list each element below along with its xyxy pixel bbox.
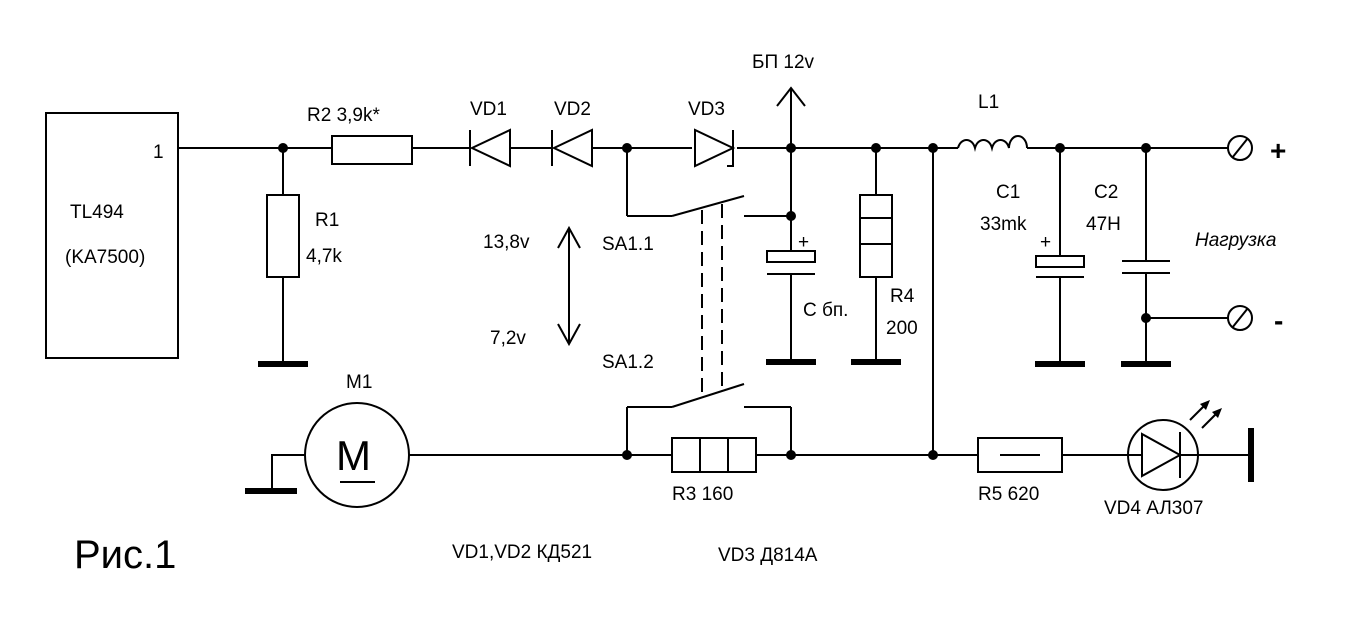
minus-terminal-label: - — [1274, 305, 1283, 336]
resistor-r2: R2 3,9k* — [307, 105, 413, 165]
capacitor-c1: + C1 33mk — [980, 148, 1085, 367]
diode-vd1: VD1 — [469, 99, 511, 168]
c-psu-label: С бп. — [803, 300, 848, 321]
psu-arrow: БП 12v — [752, 52, 815, 148]
output-terminal-minus: - — [1227, 305, 1283, 336]
motor-symbol: M — [336, 432, 371, 479]
led-vd4: VD4 АЛ307 — [1104, 400, 1222, 519]
note-vd3: VD3 Д814А — [718, 545, 818, 566]
junction-dots — [278, 143, 1151, 460]
resistor-r3: R3 160 — [671, 437, 757, 505]
sa11-label: SA1.1 — [602, 234, 654, 255]
r3-label: R3 160 — [672, 484, 733, 505]
output-terminal-plus: + — [1227, 135, 1286, 166]
c1-name-label: C1 — [996, 182, 1020, 203]
r5-label: R5 620 — [978, 484, 1039, 505]
psu-label: БП 12v — [752, 52, 815, 73]
ic-name-label: TL494 — [70, 202, 124, 223]
resistor-r4: R4 200 — [851, 148, 918, 365]
plus-terminal-label: + — [1270, 135, 1286, 166]
motor-m1: M M1 — [245, 372, 410, 508]
vd3-label: VD3 — [688, 99, 725, 120]
resistor-r5: R5 620 — [977, 437, 1063, 505]
vd1-label: VD1 — [470, 99, 507, 120]
load-label: Нагрузка — [1195, 230, 1276, 251]
vd4-label: VD4 АЛ307 — [1104, 498, 1204, 519]
ic-pin-label: 1 — [153, 142, 164, 163]
zener-vd3: VD3 — [688, 99, 736, 168]
ic-alt-label: (KA7500) — [65, 247, 145, 268]
m1-label: M1 — [346, 372, 372, 393]
c-psu-plus: + — [798, 232, 809, 253]
c2-value-label: 47H — [1086, 214, 1121, 235]
c1-value-label: 33mk — [980, 214, 1027, 235]
inductor-l1: L1 — [957, 92, 1028, 152]
r2-label: R2 3,9k* — [307, 105, 380, 126]
vd2-label: VD2 — [554, 99, 591, 120]
capacitor-c-psu: + С бп. — [766, 148, 848, 365]
l1-label: L1 — [978, 92, 999, 113]
note-vd1-vd2: VD1,VD2 КД521 — [452, 542, 592, 563]
switch-sa1-2: SA1.2 — [602, 352, 792, 455]
ic-tl494: TL494 (KA7500) 1 — [45, 112, 179, 359]
r4-value-label: 200 — [886, 318, 918, 339]
v-high-label: 13,8v — [483, 232, 530, 253]
voltage-range-arrow: 13,8v 7,2v — [483, 225, 581, 349]
switch-sa1-1: SA1.1 — [602, 148, 791, 255]
diode-vd2: VD2 — [551, 99, 593, 168]
bottom-rail-wires — [409, 428, 1254, 482]
figure-label: Рис.1 — [74, 533, 176, 577]
resistor-r1: R1 4,7k — [258, 148, 342, 367]
r1-value-label: 4,7k — [306, 246, 342, 267]
c2-name-label: C2 — [1094, 182, 1118, 203]
c1-plus: + — [1040, 232, 1051, 253]
switch-mechanical-link — [701, 204, 723, 392]
v-low-label: 7,2v — [490, 328, 526, 349]
capacitor-c2: C2 47H — [1086, 148, 1228, 367]
sa12-label: SA1.2 — [602, 352, 654, 373]
r1-name-label: R1 — [315, 210, 339, 231]
r4-name-label: R4 — [890, 286, 915, 307]
